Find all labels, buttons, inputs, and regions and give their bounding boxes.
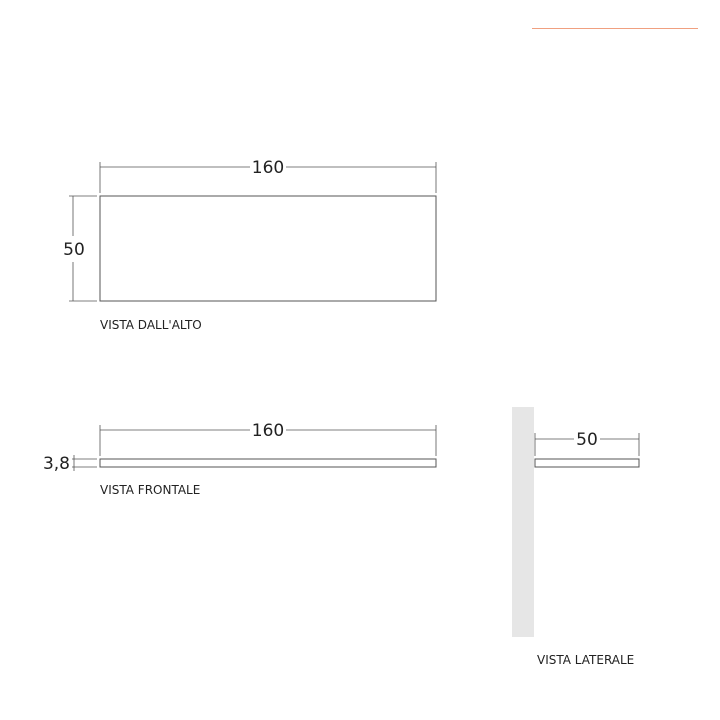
side-view-caption: VISTA LATERALE: [537, 653, 634, 667]
top-view-outline: [99, 195, 437, 302]
top-view-caption: VISTA DALL'ALTO: [100, 318, 202, 332]
front-width-label: 160: [252, 421, 284, 441]
front-view-caption: VISTA FRONTALE: [100, 483, 200, 497]
side-view: 50 VISTA LATERALE: [512, 407, 640, 667]
accent-line: [532, 28, 698, 29]
top-width-label: 160: [252, 158, 284, 178]
front-view: 160 3,8 VISTA FRONTALE: [43, 421, 437, 497]
side-view-outline: [534, 458, 640, 468]
front-view-outline: [99, 458, 437, 468]
side-depth-label: 50: [576, 430, 598, 450]
wall: [512, 407, 534, 637]
front-thickness-label: 3,8: [43, 454, 70, 474]
top-depth-label: 50: [63, 240, 85, 260]
top-view: 160 50 VISTA DALL'ALTO: [63, 158, 437, 332]
